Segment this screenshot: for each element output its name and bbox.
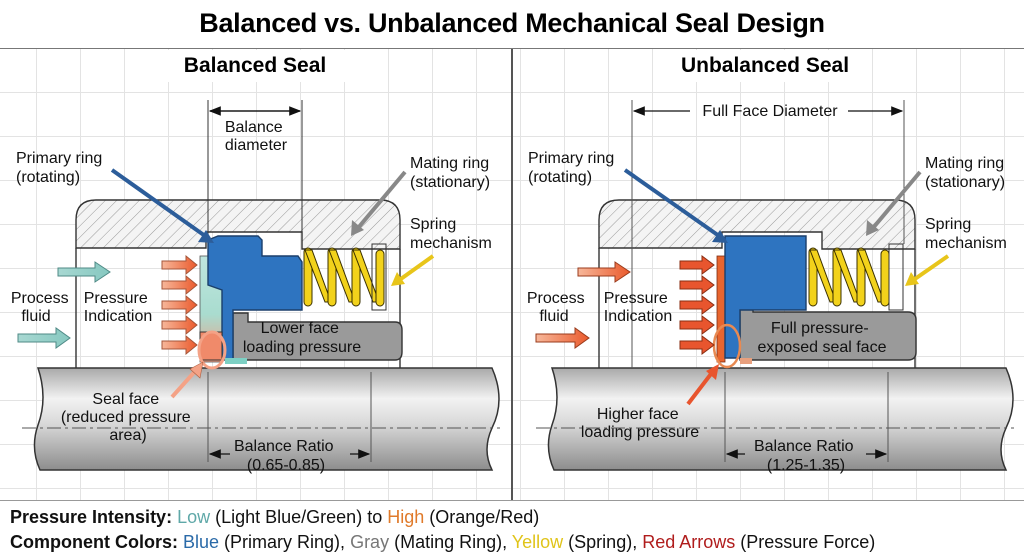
legend-yellow: Yellow [511,532,564,552]
process-fluid-arrow [577,261,631,283]
pressure-arrows [161,254,198,356]
seal-face-label: Seal face (reduced pressure area) [61,391,195,444]
process-fluid-arrow [17,327,71,349]
balance-diameter-label: Balance diameter [225,119,288,154]
legend-blue-desc: (Primary Ring), [219,532,351,552]
spring-pointer [910,254,950,283]
seal-face-highlight [197,330,227,370]
unbalanced-panel-title: Unbalanced Seal [660,50,870,82]
mating-ring-pointer [871,170,922,230]
legend-yellow-desc: (Spring), [563,532,643,552]
balanced-seal-drawing: Balance diameter Primary ring (rotating)… [11,100,500,474]
legend-heading: Pressure Intensity: [10,507,173,527]
seal-face-label: Higher face loading pressure [581,406,699,441]
legend-blue: Blue [183,532,220,552]
legend-low: Low [177,507,211,527]
mating-ring [232,312,403,361]
balanced-panel-title: Balanced Seal [150,50,360,82]
legend-red: Red Arrows [642,532,736,552]
legend-gray-desc: (Mating Ring), [389,532,512,552]
seal-face-pointer [686,368,716,406]
process-fluid-label: Process fluid [11,290,73,325]
process-fluid-arrow [57,261,111,283]
primary-ring-pointer [110,168,210,240]
primary-ring-label: Primary ring (rotating) [16,150,107,186]
spring [808,247,890,307]
spring [303,247,385,307]
face-loading-label: Full pressure- exposed seal face [758,320,887,356]
legend-component-colors: Component Colors: Blue (Primary Ring), G… [10,532,875,553]
process-fluid-label: Process fluid [527,290,589,325]
page-title: Balanced vs. Unbalanced Mechanical Seal … [0,0,1024,49]
legend-low-desc: (Light Blue/Green) to [210,507,388,527]
balance-ratio-label: Balance Ratio (0.65-0.85) [234,438,338,474]
legend: Pressure Intensity: Low (Light Blue/Gree… [0,500,1024,560]
spring-pointer [396,254,435,283]
panel-divider [511,49,513,500]
pressure-indication-label: Pressure Indication [84,290,153,325]
gland-housing [75,199,401,250]
legend-gray: Gray [350,532,390,552]
mating-ring-label: Mating ring (stationary) [410,155,494,191]
full-face-diameter-label: Full Face Diameter [702,103,838,120]
high-pressure-strip [716,255,726,363]
balance-ratio-label: Balance Ratio (1.25-1.35) [754,438,858,474]
unbalanced-seal-drawing: Full Face Diameter Primary ring (rotatin… [527,100,1014,474]
legend-high: High [387,507,425,527]
process-fluid-arrow [535,327,590,349]
shaft [547,367,1014,471]
spring-label: Spring mechanism [925,216,1007,252]
mating-ring-label: Mating ring (stationary) [925,155,1009,191]
primary-ring [724,235,807,359]
legend-heading: Component Colors: [10,532,178,552]
face-loading-label: Lower face loading pressure [243,320,361,356]
mating-ring [739,301,917,361]
primary-ring [207,235,303,361]
legend-pressure-intensity: Pressure Intensity: Low (Light Blue/Gree… [10,507,539,528]
legend-red-desc: (Pressure Force) [735,532,876,552]
seal-diagram: Balance diameter Primary ring (rotating)… [11,100,1014,474]
seal-face-highlight [712,323,742,369]
shaft [33,367,500,471]
seal-face-pointer [170,366,200,399]
mating-ring-pointer [356,170,407,230]
legend-high-desc: (Orange/Red) [424,507,540,527]
pressure-arrows [679,255,715,355]
primary-ring-label: Primary ring (rotating) [528,150,619,186]
primary-ring-pointer [623,168,724,240]
spring-label: Spring mechanism [410,216,492,252]
pressure-indication-label: Pressure Indication [604,290,673,325]
